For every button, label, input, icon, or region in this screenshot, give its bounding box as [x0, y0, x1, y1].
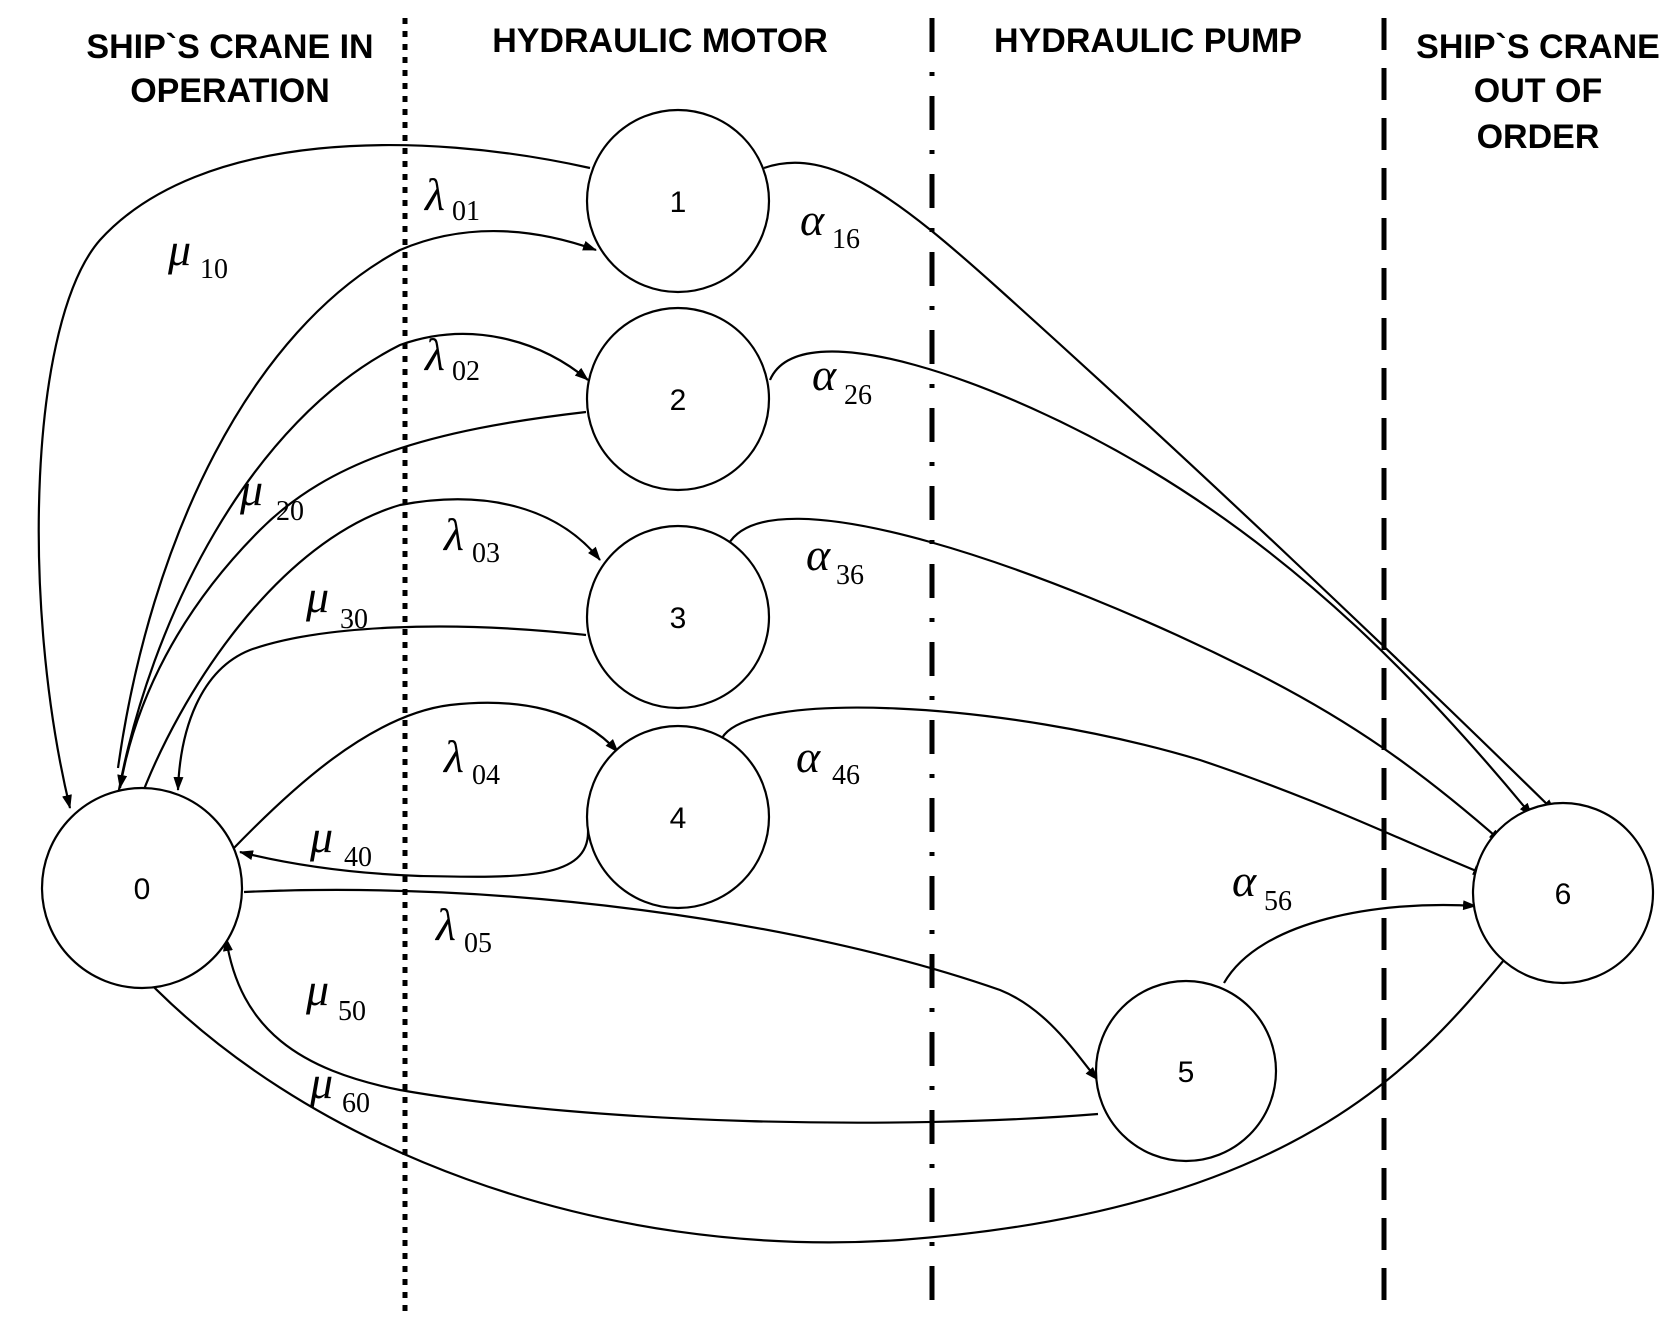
svg-text:α: α: [1232, 855, 1257, 906]
svg-text:μ: μ: [309, 1057, 333, 1108]
edge-mu-50: [223, 937, 1099, 1124]
edge-alpha-56: [1223, 900, 1477, 984]
svg-text:μ: μ: [305, 964, 329, 1015]
rate-label-alpha-46: α 46: [796, 731, 860, 791]
svg-text:40: 40: [344, 842, 372, 873]
svg-text:56: 56: [1264, 886, 1292, 917]
edge-lambda-04: [231, 701, 619, 851]
svg-text:02: 02: [452, 356, 480, 387]
svg-text:46: 46: [832, 760, 860, 791]
rate-label-alpha-26: α 26: [812, 349, 872, 411]
svg-text:36: 36: [836, 560, 864, 591]
header-pump: HYDRAULIC PUMP: [994, 22, 1302, 60]
state-node-4: 4: [585, 724, 771, 910]
rate-label-mu-10: μ 10: [167, 224, 228, 285]
svg-text:0: 0: [134, 873, 151, 906]
edge-alpha-46: [721, 706, 1487, 877]
svg-text:α: α: [806, 529, 831, 580]
svg-text:50: 50: [338, 996, 366, 1027]
svg-text:26: 26: [844, 380, 872, 411]
svg-text:μ: μ: [309, 811, 333, 862]
rate-label-mu-60: μ 60: [309, 1057, 370, 1119]
svg-text:λ: λ: [442, 731, 464, 782]
rate-label-alpha-56: α 56: [1232, 855, 1292, 917]
svg-text:α: α: [796, 731, 821, 782]
svg-text:4: 4: [670, 802, 687, 835]
rate-label-lambda-03: λ 03: [442, 509, 500, 569]
rate-label-mu-50: μ 50: [305, 964, 366, 1027]
edge-lambda-01: [116, 229, 597, 769]
svg-text:04: 04: [472, 760, 500, 791]
header-out-line1: SHIP`S CRANE: [1416, 28, 1660, 66]
edge-mu-30: [173, 625, 587, 791]
header-out-line3: ORDER: [1477, 118, 1600, 156]
svg-text:3: 3: [670, 602, 687, 635]
svg-text:20: 20: [276, 496, 304, 527]
svg-text:λ: λ: [423, 169, 445, 220]
svg-text:60: 60: [342, 1088, 370, 1119]
header-operation-line1: SHIP`S CRANE IN: [86, 28, 373, 66]
edge-mu-60: [129, 959, 1505, 1244]
edge-mu-10: [37, 143, 591, 809]
svg-text:16: 16: [832, 224, 860, 255]
svg-text:10: 10: [200, 254, 228, 285]
svg-text:λ: λ: [442, 509, 464, 560]
rate-label-mu-40: μ 40: [309, 811, 372, 873]
svg-text:λ: λ: [423, 329, 445, 380]
svg-text:01: 01: [452, 196, 480, 227]
state-node-3: 3: [585, 524, 771, 710]
svg-text:5: 5: [1178, 1056, 1195, 1089]
rate-label-lambda-02: λ 02: [423, 329, 480, 387]
svg-text:α: α: [812, 349, 837, 400]
state-node-0: 0: [40, 786, 244, 990]
svg-text:α: α: [800, 194, 825, 245]
rate-label-alpha-16: α 16: [800, 194, 860, 255]
svg-text:μ: μ: [239, 464, 263, 515]
svg-text:03: 03: [472, 538, 500, 569]
svg-text:30: 30: [340, 604, 368, 635]
svg-text:2: 2: [670, 384, 687, 417]
state-node-1: 1: [585, 108, 771, 294]
edge-mu-40: [239, 829, 590, 878]
state-node-6: 6: [1471, 801, 1655, 985]
svg-text:1: 1: [670, 186, 687, 219]
svg-text:λ: λ: [434, 899, 456, 950]
edge-lambda-02: [116, 332, 589, 796]
state-node-5: 5: [1094, 979, 1278, 1163]
rate-label-lambda-05: λ 05: [434, 899, 492, 959]
rate-label-mu-20: μ 20: [239, 464, 304, 527]
edge-lambda-05: [243, 888, 1099, 1081]
header-motor: HYDRAULIC MOTOR: [492, 22, 828, 60]
svg-text:μ: μ: [167, 224, 191, 275]
header-out-line2: OUT OF: [1474, 72, 1602, 110]
rate-label-lambda-01: λ 01: [423, 169, 480, 227]
header-operation-line2: OPERATION: [130, 72, 330, 110]
svg-text:μ: μ: [305, 571, 329, 622]
rate-label-alpha-36: α 36: [806, 529, 864, 591]
edge-lambda-03: [136, 498, 601, 806]
edge-alpha-26: [768, 350, 1533, 817]
state-node-2: 2: [585, 306, 771, 492]
edge-mu-20: [117, 410, 587, 789]
svg-text:05: 05: [464, 928, 492, 959]
svg-text:6: 6: [1555, 878, 1572, 911]
edge-alpha-16: [763, 161, 1556, 813]
edge-alpha-36: [727, 517, 1503, 843]
rate-label-lambda-04: λ 04: [442, 731, 500, 791]
rate-label-mu-30: μ 30: [305, 571, 368, 635]
